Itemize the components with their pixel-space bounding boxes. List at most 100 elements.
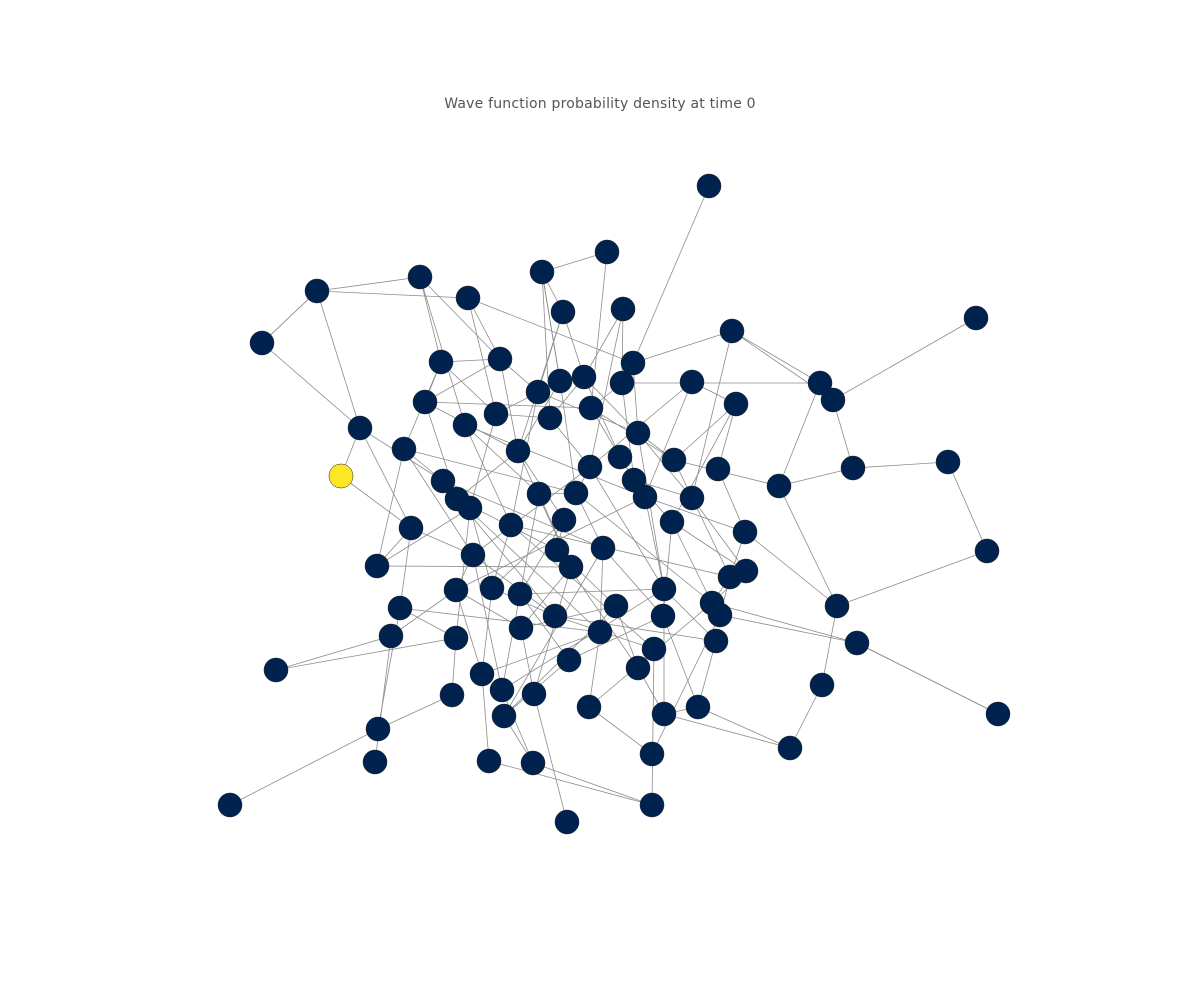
graph-node: [639, 741, 665, 767]
graph-node: [661, 447, 687, 473]
graph-edge: [541, 271, 561, 382]
graph-edge: [467, 297, 497, 415]
graph-edge: [644, 496, 665, 590]
graph-node: [304, 278, 330, 304]
graph-node: [703, 628, 729, 654]
graph-edge: [403, 448, 577, 494]
graph-edge: [520, 566, 572, 629]
graph-node: [443, 577, 469, 603]
chart-title: Wave function probability density at tim…: [444, 96, 756, 112]
graph-edge: [821, 605, 838, 686]
graph-edge: [644, 381, 693, 498]
graph-edge: [464, 424, 646, 498]
graph-edge: [856, 642, 999, 715]
graph-node: [525, 379, 551, 405]
graph-edge: [456, 498, 601, 633]
graph-node: [489, 677, 515, 703]
graph-edge: [671, 521, 713, 604]
graph-node: [577, 454, 603, 480]
graph-edge: [575, 492, 713, 604]
graph-edge: [472, 554, 503, 691]
graph-edge: [632, 185, 710, 364]
graph-node: [378, 623, 404, 649]
graph-edge: [519, 588, 665, 595]
graph-edge: [832, 317, 977, 401]
graph-node: [820, 387, 846, 413]
graph-edge: [947, 461, 988, 552]
graph-node: [935, 449, 961, 475]
graph-edge: [663, 713, 791, 749]
graph-node: [508, 615, 534, 641]
graph-edge: [836, 550, 988, 607]
graph-node: [430, 468, 456, 494]
graph-edge: [261, 342, 361, 429]
graph-node: [505, 438, 531, 464]
graph-edge: [424, 401, 592, 409]
graph-node: [578, 395, 604, 421]
graph-node: [963, 305, 989, 331]
graph-node: [844, 630, 870, 656]
graph-node: [719, 318, 745, 344]
graph-node: [840, 455, 866, 481]
graph-node: [347, 415, 373, 441]
graph-node: [556, 647, 582, 673]
graph-node: [249, 330, 275, 356]
graph-edge: [621, 308, 624, 384]
graph-edge: [359, 427, 412, 529]
graph-edge: [481, 673, 490, 762]
graph-node: [387, 595, 413, 621]
graph-node: [696, 173, 722, 199]
graph-edge: [632, 330, 733, 364]
graph-node: [526, 481, 552, 507]
graph-edge: [229, 728, 379, 806]
graph-node: [679, 485, 705, 511]
graph-edge: [455, 589, 483, 675]
graph-edge: [419, 276, 442, 363]
graph-node: [651, 701, 677, 727]
graph-node: [455, 285, 481, 311]
graph-node: [407, 264, 433, 290]
graph-edge: [532, 762, 653, 806]
graph-node: [365, 716, 391, 742]
graph-node: [650, 603, 676, 629]
graph-node: [607, 444, 633, 470]
graph-edge: [491, 519, 565, 589]
graph-node: [603, 593, 629, 619]
graph-node: [609, 370, 635, 396]
graph-node: [439, 682, 465, 708]
graph-node: [469, 661, 495, 687]
graph-edge: [588, 706, 653, 755]
graph-node: [733, 558, 759, 584]
graph-node: [679, 369, 705, 395]
graph-edge: [778, 485, 838, 607]
graph-node: [483, 401, 509, 427]
graph-node: [594, 239, 620, 265]
graph-node: [723, 391, 749, 417]
graph-edge: [399, 607, 601, 633]
graph-edge: [316, 290, 361, 429]
graph-edge: [589, 308, 624, 468]
graph-node: [685, 694, 711, 720]
graph-node: [651, 576, 677, 602]
graph-node: [452, 412, 478, 438]
graph-edge: [533, 566, 572, 695]
graph-node: [554, 809, 580, 835]
graph-edge: [691, 330, 733, 499]
graph-edge: [442, 480, 604, 549]
graph-edge: [637, 432, 665, 590]
graph-node: [551, 507, 577, 533]
graph-edge: [501, 588, 665, 691]
graph-node: [587, 619, 613, 645]
graph-edge: [778, 467, 854, 487]
graph-node: [550, 299, 576, 325]
graph-edge: [455, 507, 471, 639]
graph-edge: [472, 466, 591, 556]
graph-edge: [519, 493, 540, 595]
graph-node: [476, 748, 502, 774]
graph-edge: [663, 588, 717, 642]
graph-edge: [673, 459, 731, 578]
graph-edge: [503, 547, 604, 717]
graph-edge: [467, 297, 634, 364]
graph-edge: [488, 760, 653, 806]
